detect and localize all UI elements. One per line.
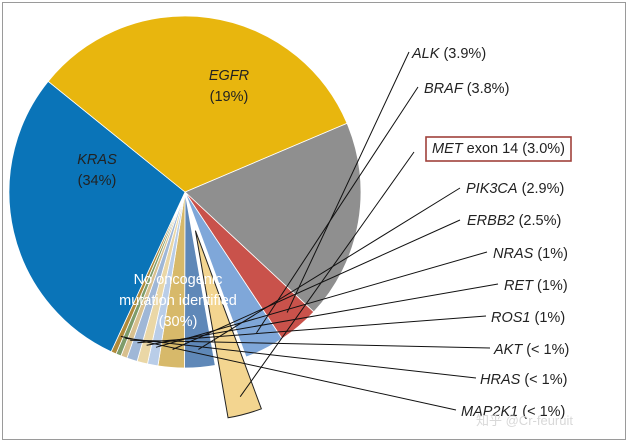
label-gene: BRAF: [424, 81, 464, 97]
slice-label-nras: NRAS (1%): [493, 246, 568, 262]
leader-line-ret: [146, 283, 499, 346]
leader-line-alk: [286, 51, 410, 313]
label-gene: HRAS: [480, 372, 521, 388]
highlight-box: [425, 136, 572, 162]
label-value: (1%): [533, 246, 568, 262]
label-value: (1%): [531, 310, 566, 326]
label-gene: NRAS: [493, 246, 534, 262]
leader-line-braf: [256, 86, 419, 334]
slice-label-map2k1: MAP2K1 (< 1%): [461, 404, 565, 420]
slice-label-akt: AKT (< 1%): [493, 342, 569, 358]
slice-label-name: KRAS: [77, 152, 117, 168]
leader-line-erbb2: [172, 219, 461, 350]
slice-label-hras: HRAS (< 1%): [480, 372, 567, 388]
leader-line-nras: [155, 251, 488, 348]
slice-label-name: EGFR: [209, 68, 250, 84]
label-gene: ROS1: [491, 310, 531, 326]
slice-label-no-oncogenic-mutation-identified: No oncogenic mutation identified (30%): [119, 272, 237, 330]
label-value: (< 1%): [520, 372, 567, 388]
leader-line-hras: [125, 337, 477, 379]
label-gene: AKT: [493, 342, 523, 358]
slice-label-egfr: EGFR (19%): [209, 68, 250, 105]
leader-line-met-exon-14: [239, 151, 415, 397]
slice-label-ros1: ROS1 (1%): [491, 310, 565, 326]
slice-label-braf: BRAF (3.8%): [424, 81, 509, 97]
label-gene: RET: [504, 278, 534, 294]
label-value: (2.5%): [515, 213, 562, 229]
slice-label-erbb2: ERBB2 (2.5%): [467, 213, 561, 229]
label-value: (2.9%): [518, 181, 565, 197]
pie-slice-kras: [47, 15, 348, 193]
label-gene: ALK: [411, 46, 441, 62]
slice-label-line: No oncogenic: [134, 272, 223, 288]
label-gene: MAP2K1: [461, 404, 518, 420]
slice-label-alk: ALK (3.9%): [411, 46, 486, 62]
leader-line-ros1: [137, 315, 487, 344]
label-value: (< 1%): [522, 342, 569, 358]
label-value: exon 14 (3.0%): [463, 141, 565, 157]
label-gene: MET: [432, 141, 464, 157]
slice-label-line: (30%): [159, 314, 198, 330]
label-gene: ERBB2: [467, 213, 515, 229]
label-value: (< 1%): [518, 404, 565, 420]
slice-label-met-exon-14: MET exon 14 (3.0%): [432, 141, 565, 157]
slice-label-pik3ca: PIK3CA (2.9%): [466, 181, 564, 197]
pie-slice-no-oncogenic-mutation-identified: [8, 80, 186, 353]
label-value: (3.9%): [439, 46, 486, 62]
leader-line-akt: [130, 339, 491, 349]
slice-label-value: (34%): [78, 173, 117, 189]
pie-slice-braf: [184, 191, 283, 358]
slice-label-kras: KRAS (34%): [77, 152, 117, 189]
slice-label-line: mutation identified: [119, 293, 237, 309]
slice-label-ret: RET (1%): [504, 278, 568, 294]
label-gene: PIK3CA: [466, 181, 518, 197]
watermark: 知乎 @Cr-feuruit: [476, 413, 573, 428]
slice-label-value: (19%): [210, 89, 249, 105]
leader-line-map2k1: [120, 335, 457, 411]
pie-slice-egfr: [184, 122, 362, 313]
label-value: (3.8%): [463, 81, 510, 97]
label-value: (1%): [533, 278, 568, 294]
